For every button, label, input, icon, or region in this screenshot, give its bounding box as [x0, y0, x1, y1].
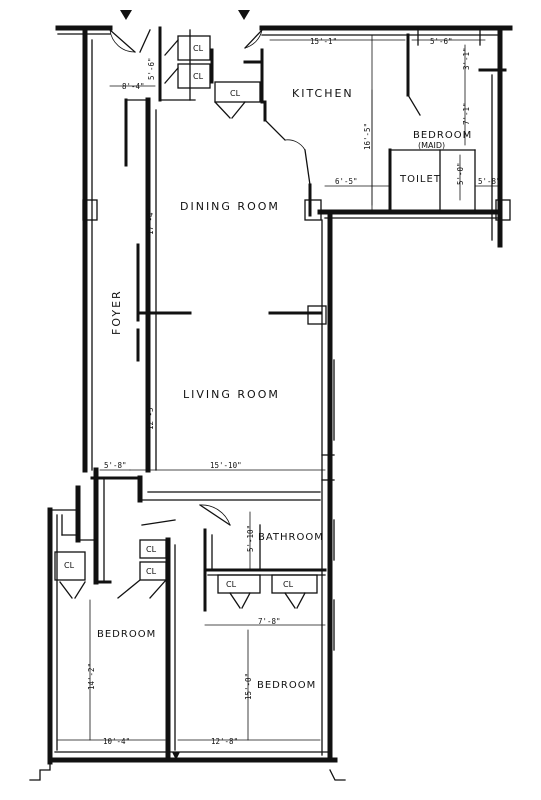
entry-doors: [109, 10, 263, 102]
dim-entry-width: 8'-4": [122, 82, 145, 91]
dim-toilet-right: 5'-8": [478, 177, 501, 186]
dim-entry-small: 5'-6": [147, 57, 156, 80]
label-dining-room: DINING ROOM: [180, 200, 280, 213]
dim-bed-left-height: 14'-2": [87, 663, 96, 690]
label-cl-mid-2: CL: [146, 567, 157, 576]
label-foyer: FOYER: [110, 289, 123, 335]
dim-kitchen-width: 15'-1": [310, 37, 337, 46]
label-cl-mid-1: CL: [146, 545, 157, 554]
bedroom-walls: [54, 524, 327, 763]
dimension-lines: [57, 39, 501, 741]
outer-walls: [29, 25, 513, 781]
label-bedroom-left: BEDROOM: [97, 629, 156, 640]
label-cl-left-1: CL: [64, 561, 75, 570]
dim-kitchen-height: 16'-5": [363, 123, 372, 150]
label-bedroom-maid: BEDROOM: [413, 130, 472, 141]
dim-bath-height: 5'-10": [246, 525, 255, 552]
label-living-room: LIVING ROOM: [183, 388, 280, 401]
windows: [333, 27, 501, 651]
dim-bed-left-width: 10'-4": [103, 737, 130, 746]
dim-maid-width: 5'-6": [430, 37, 453, 46]
dim-toilet-width: 6'-5": [335, 177, 358, 186]
dim-maid-height: 7'-1": [462, 102, 471, 125]
dim-living-height: 12'-5": [146, 403, 155, 430]
label-toilet: TOILET: [399, 174, 441, 185]
dim-foyer-width: 5'-8": [104, 461, 127, 470]
label-bedroom-right: BEDROOM: [257, 680, 316, 691]
dining-living-walls: [82, 97, 511, 481]
label-cl-bed-1: CL: [226, 580, 237, 589]
dim-bed-right-width: 12'-8": [211, 737, 238, 746]
label-cl-bed-2: CL: [283, 580, 294, 589]
label-cl-kitchen: CL: [230, 89, 241, 98]
top-closets: [164, 35, 264, 119]
label-bathroom: BATHROOM: [258, 532, 324, 543]
label-cl-top-2: CL: [193, 72, 204, 81]
dim-living-width: 15'-10": [210, 461, 242, 470]
dim-closets-width: 7'-8": [258, 617, 281, 626]
hall-walls: [61, 467, 326, 585]
label-cl-top-1: CL: [193, 44, 204, 53]
dim-toilet-height: 5'-0": [456, 162, 465, 185]
kitchen-walls: [263, 33, 476, 217]
label-kitchen: KITCHEN: [292, 87, 354, 100]
dim-kitchen-top-right: 3'-1": [462, 47, 471, 70]
dim-bed-right-height: 15'-0": [244, 673, 253, 700]
dim-dining-height: 17'-4": [146, 208, 155, 235]
label-bedroom-maid-sub: (MAID): [418, 141, 445, 150]
